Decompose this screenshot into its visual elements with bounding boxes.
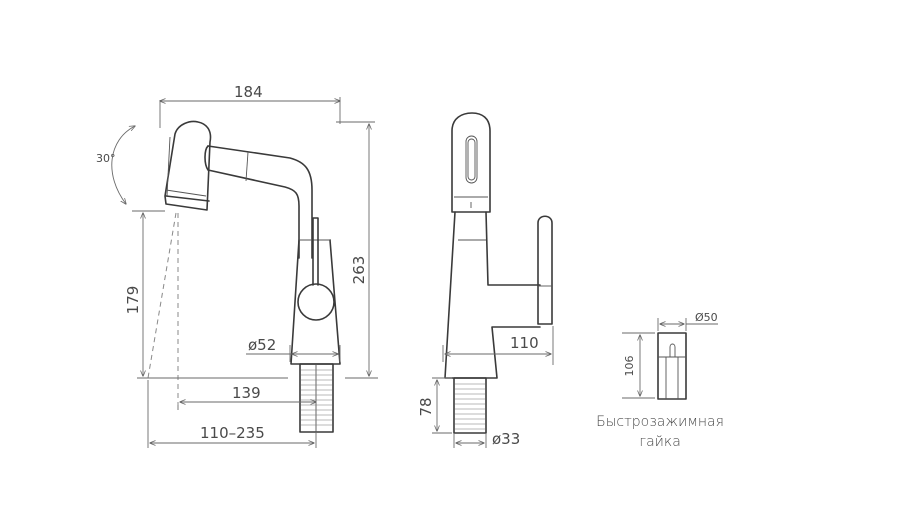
dim-spout-height-179: 179 xyxy=(124,286,142,315)
threaded-shank xyxy=(299,363,334,433)
front-shank xyxy=(453,377,487,434)
spray-head xyxy=(164,120,212,211)
dim-width-184: 184 xyxy=(234,83,263,101)
dim-nut-diameter: Ø50 xyxy=(695,311,718,324)
side-view: 184 263 30° 179 ø52 139 110–235 xyxy=(96,83,378,448)
dim-height-263: 263 xyxy=(350,256,368,285)
dim-handle-reach-110: 110 xyxy=(510,334,539,352)
quick-nut-detail: Ø50 106 Быстрозажимная гайка xyxy=(596,311,724,450)
front-view: 110 78 ø33 xyxy=(417,112,554,448)
dim-base-diameter: ø52 xyxy=(248,336,276,354)
front-spray-head xyxy=(451,112,491,213)
dim-reach-139: 139 xyxy=(232,384,261,402)
dim-angle-30: 30° xyxy=(96,152,116,165)
front-body xyxy=(444,211,553,379)
nut-caption-line1: Быстрозажимная xyxy=(596,414,724,430)
spout-arm xyxy=(204,145,313,259)
faucet-body xyxy=(290,217,341,365)
dim-shank-diameter: ø33 xyxy=(492,430,520,448)
dim-mount-range: 110–235 xyxy=(200,424,265,442)
nut-caption-line2: гайка xyxy=(639,434,681,450)
dim-shank-length-78: 78 xyxy=(417,397,435,416)
dim-nut-height: 106 xyxy=(623,356,636,377)
